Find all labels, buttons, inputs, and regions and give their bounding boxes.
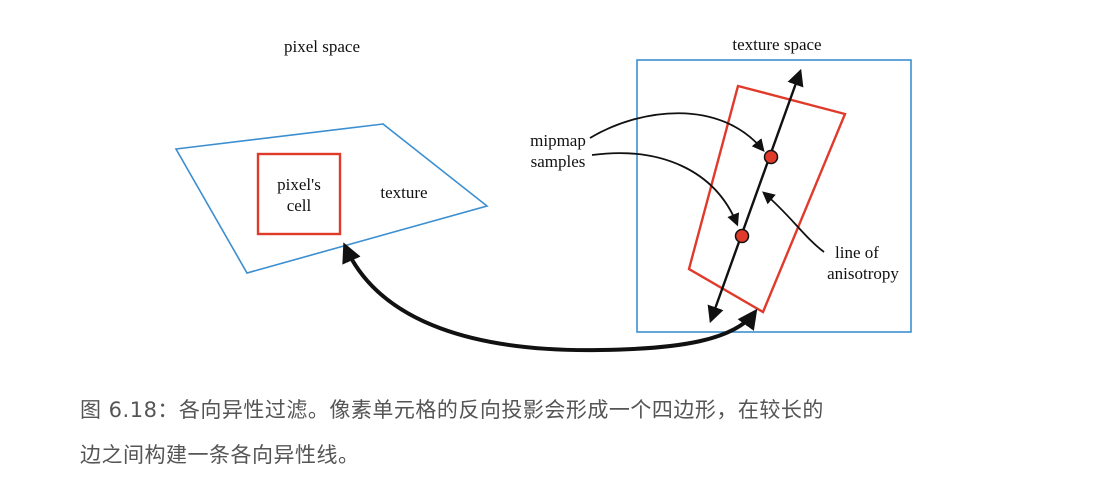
callout-arrow-upper-sample [589,112,765,152]
projected-texture-quad [174,123,489,274]
line-of-anisotropy-label-line2: anisotropy [827,264,899,283]
callout-arrow-lower-sample [591,152,740,227]
pixels-cell-label-line1: pixel's [277,175,321,194]
caption-line-2: 边之间构建一条各向异性线。 [80,443,360,467]
anisotropic-filtering-diagram: pixel space pixel's cell texture texture… [174,35,912,353]
texture-label: texture [380,183,427,202]
caption-line-1: 图 6.18：各向异性过滤。像素单元格的反向投影会形成一个四边形，在较长的 [80,398,824,422]
figure-caption: 图 6.18：各向异性过滤。像素单元格的反向投影会形成一个四边形，在较长的 边之… [80,388,980,478]
mipmap-sample-point-upper [763,149,779,165]
pixel-space-label: pixel space [284,37,360,56]
callout-arrow-anisotropy-line [762,191,825,253]
mipmap-samples-label-line2: samples [531,152,586,171]
line-of-anisotropy-label-line1: line of [835,243,879,262]
line-of-anisotropy-arrow [707,68,804,324]
mipmap-sample-point-lower [734,228,750,244]
pixel-cell-square [256,152,342,236]
mapping-arrow [342,242,758,353]
texture-space-box [636,59,912,333]
texture-space-label: texture space [732,35,821,54]
mipmap-samples-label-line1: mipmap [530,131,586,150]
pixels-cell-label-line2: cell [287,196,312,215]
back-projected-quad [687,84,847,314]
